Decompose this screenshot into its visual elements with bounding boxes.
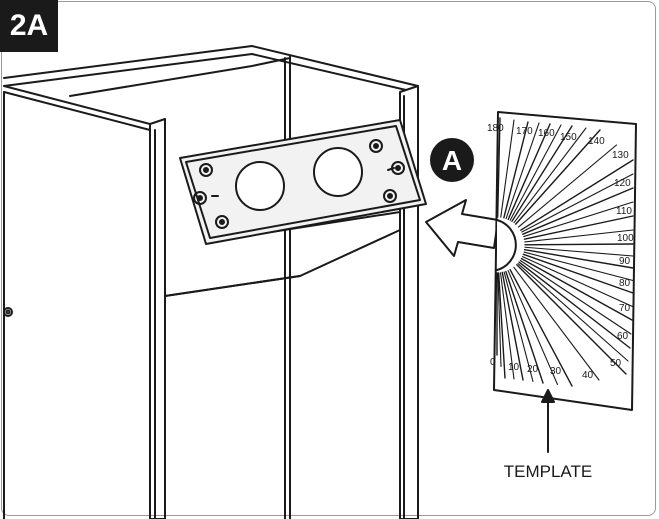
template-ray-60 — [518, 261, 631, 349]
template-ray-120 — [522, 187, 634, 235]
template-ray-80 — [522, 253, 634, 294]
template-ray-40 — [509, 269, 573, 387]
template-ray-70 — [520, 257, 633, 321]
template-ray-160 — [507, 123, 551, 221]
template-ray-minor — [517, 263, 629, 362]
mounting-plate — [179, 119, 427, 245]
template-tick-label: 140 — [588, 136, 605, 147]
template-ray-110 — [523, 215, 634, 240]
insert-arrow — [425, 199, 499, 257]
template-ray-minor — [500, 119, 515, 218]
template-ray-minor — [523, 251, 634, 282]
template-leader — [541, 389, 555, 453]
template-tick-label: 0 — [490, 357, 496, 368]
template-ray-170 — [503, 121, 529, 219]
template-ray-180 — [496, 117, 501, 218]
template-ray-50 — [516, 264, 627, 375]
template-tick-label: 90 — [619, 256, 631, 267]
template-ray-minor — [524, 246, 634, 257]
template-ray-minor — [521, 173, 634, 233]
template-tick-label: 30 — [550, 366, 562, 377]
template-ray-minor — [509, 124, 562, 221]
template-label: TEMPLATE — [504, 462, 592, 481]
template-tick-label: 110 — [616, 206, 632, 217]
template-ray-minor — [503, 271, 534, 383]
template-ray-minor — [513, 266, 600, 381]
template-ray-minor — [505, 122, 540, 220]
template-tick-label: 80 — [619, 278, 631, 289]
template-ray-30 — [505, 270, 544, 384]
template-tick-label: 130 — [612, 150, 629, 161]
template-tick-label: 10 — [508, 362, 520, 373]
template-ray-100 — [524, 243, 634, 246]
template-ray-minor — [497, 272, 502, 368]
angle-template — [493, 111, 637, 411]
template-tick-label: 100 — [617, 233, 634, 244]
template-ray-minor — [517, 144, 618, 228]
template-tick-label: 70 — [619, 303, 631, 314]
template-ray-minor — [523, 201, 634, 238]
template-tick-label: 40 — [582, 370, 594, 381]
template-ray-20 — [501, 271, 524, 381]
template-tick-label: 160 — [538, 128, 555, 139]
template-ray-minor — [521, 256, 634, 308]
callout-a-label: A — [442, 145, 462, 176]
template-ray-140 — [514, 129, 601, 225]
step-badge: 2A — [0, 0, 58, 52]
template-ray-minor — [513, 127, 587, 224]
template-tick-labels: 0 10 20 30 40 50 60 70 80 90 100 110 120 130 140 150 160… — [487, 123, 634, 381]
template-tick-label: 60 — [617, 331, 629, 342]
template-tick-label: 180 — [487, 123, 504, 134]
template-tick-label: 50 — [610, 358, 622, 369]
template-ray-minor — [499, 272, 515, 380]
template-ray-minor — [507, 270, 559, 386]
template-ray-150 — [511, 125, 573, 223]
template-tick-label: 150 — [560, 132, 577, 143]
template-tick-label: 170 — [516, 126, 533, 137]
template-rays — [496, 117, 634, 387]
template-tick-label: 20 — [527, 364, 539, 375]
template-ray-minor — [524, 229, 634, 243]
cabinet-outline — [3, 45, 419, 519]
template-ray-10 — [497, 272, 506, 379]
template-ray-130 — [520, 159, 634, 231]
template-ray-90 — [523, 248, 634, 269]
template-tick-label: 120 — [614, 178, 631, 189]
template-ray-minor — [519, 259, 632, 335]
callout-a: A — [430, 138, 474, 182]
plate-screws — [193, 139, 405, 229]
